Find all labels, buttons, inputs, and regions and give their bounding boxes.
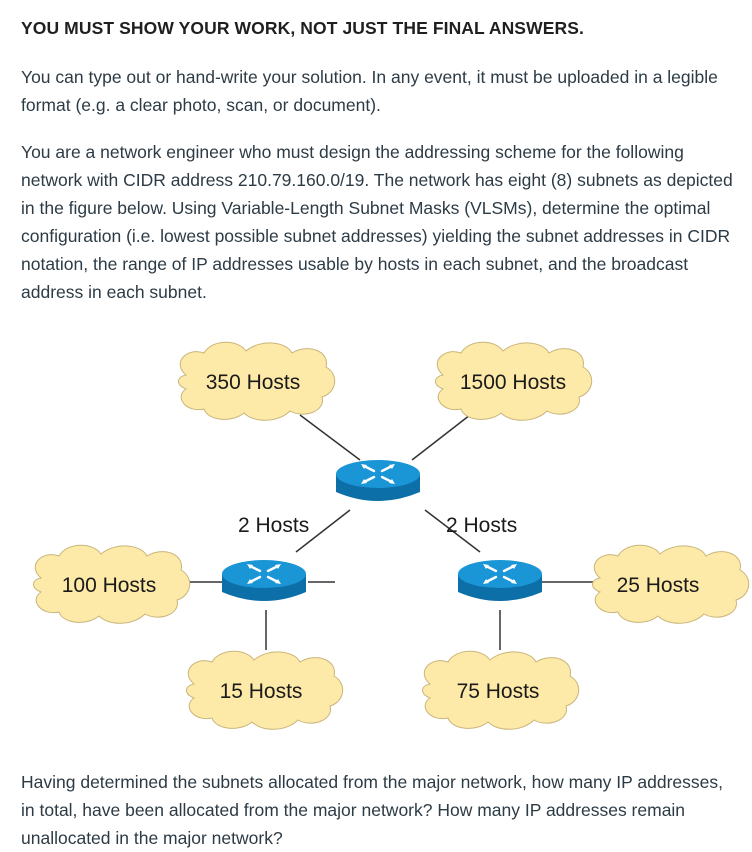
link-top-left-cloud — [299, 414, 361, 461]
question-paragraph: Having determined the subnets allocated … — [21, 772, 723, 848]
cloud-label: 1500 Hosts — [460, 371, 566, 394]
link-label-right: 2 Hosts — [446, 514, 517, 537]
link-top-right-cloud — [411, 414, 471, 461]
cloud-label: 25 Hosts — [617, 574, 700, 597]
link-center-left-router — [295, 509, 351, 553]
router-icon-right — [456, 558, 544, 603]
cloud-25-hosts: 25 Hosts — [592, 544, 750, 624]
cloud-100-hosts: 100 Hosts — [33, 544, 191, 624]
assignment-heading: YOU MUST SHOW YOUR WORK, NOT JUST THE FI… — [21, 18, 584, 38]
cloud-label: 75 Hosts — [457, 680, 540, 703]
link-label-left: 2 Hosts — [238, 514, 309, 537]
network-diagram: 350 Hosts 1500 Hosts 100 Hosts 25 Hosts … — [33, 341, 750, 730]
cloud-1500-hosts: 1500 Hosts — [435, 341, 593, 421]
cloud-15-hosts: 15 Hosts — [186, 650, 344, 730]
network-links — [175, 414, 600, 650]
cloud-label: 100 Hosts — [62, 574, 157, 597]
instructions-paragraph: You can type out or hand-write your solu… — [21, 67, 718, 115]
router-icon-left — [220, 558, 308, 603]
link-center-right-router — [424, 509, 481, 553]
cloud-label: 350 Hosts — [206, 371, 301, 394]
problem-paragraph: You are a network engineer who must desi… — [21, 142, 733, 302]
router-icon-center — [334, 458, 422, 503]
cloud-350-hosts: 350 Hosts — [178, 341, 336, 421]
cloud-label: 15 Hosts — [220, 680, 303, 703]
cloud-75-hosts: 75 Hosts — [422, 650, 580, 730]
